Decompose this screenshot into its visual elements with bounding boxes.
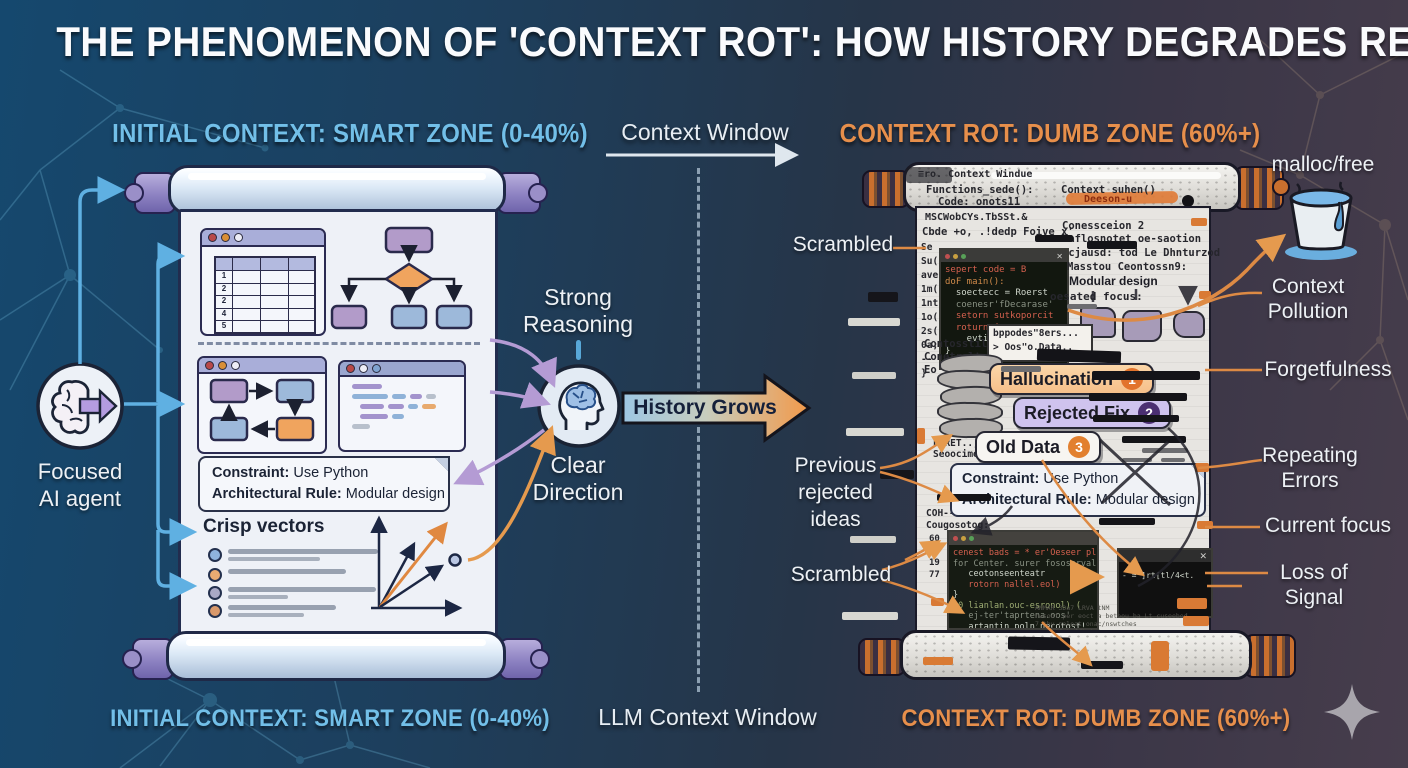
smart-scroll-bottom-roller bbox=[166, 631, 506, 681]
history-grows-label: History Grows bbox=[633, 396, 777, 419]
smart-zone-footer: INITIAL CONTEXT: SMART ZONE (0-40%) bbox=[110, 705, 550, 732]
label-malloc-free: malloc/free bbox=[1271, 153, 1375, 176]
badge-number: 3 bbox=[1068, 436, 1091, 458]
sparkle-icon bbox=[1324, 684, 1380, 740]
context-pollution-bucket-icon bbox=[1285, 181, 1357, 260]
rule-line: Architectural Rule: Modular design bbox=[962, 492, 1195, 508]
label-scrambled-top: Scrambled bbox=[792, 233, 894, 256]
focused-agent-icon bbox=[36, 362, 124, 450]
paper-section-divider bbox=[198, 342, 480, 345]
rotten-scroll-top-roller: ≡ro. Context Windue Functions_sede(): Co… bbox=[903, 162, 1241, 212]
label-scrambled-bottom: Scrambled bbox=[790, 563, 892, 586]
smart-scroll-top-roller bbox=[168, 165, 506, 215]
reasoning-tick bbox=[576, 340, 581, 360]
vector-plot bbox=[370, 515, 463, 617]
rule-line: Architectural Rule: Modular design bbox=[212, 486, 445, 502]
decision-flowchart bbox=[330, 226, 473, 330]
rotten-constraint-note: Constraint: Use Python Architectural Rul… bbox=[950, 463, 1206, 517]
context-divider-dashed-line bbox=[697, 168, 700, 692]
constraint-note: Constraint: Use Python Architectural Rul… bbox=[198, 456, 450, 512]
rotten-scroll-bottom-roller bbox=[900, 630, 1252, 680]
close-icon: ✕ bbox=[1199, 550, 1207, 561]
reasoning-brain-icon bbox=[537, 364, 621, 448]
network-decoration-left bbox=[0, 69, 431, 768]
context-window-header: Context Window bbox=[621, 119, 789, 145]
network-decoration-right bbox=[1239, 34, 1408, 421]
page-title: THE PHENOMENON OF 'CONTEXT ROT': HOW HIS… bbox=[56, 18, 1408, 65]
crisp-vectors-heading: Crisp vectors bbox=[203, 516, 325, 537]
llm-context-window-footer: LLM Context Window bbox=[598, 704, 817, 730]
badge-hallucination: Hallucination1 bbox=[989, 363, 1155, 395]
data-table: 1 2 2 4 5 bbox=[214, 256, 316, 334]
label-current-focus: Current focus bbox=[1264, 514, 1392, 537]
history-grows-arrow bbox=[621, 373, 812, 443]
module-flowchart-window bbox=[197, 356, 327, 454]
constraint-line: Constraint: Use Python bbox=[212, 465, 369, 481]
code-snippet-window bbox=[338, 360, 466, 452]
data-table-window: 1 2 2 4 5 bbox=[200, 228, 326, 336]
dumb-zone-header: CONTEXT ROT: DUMB ZONE (60%+) bbox=[839, 118, 1261, 148]
label-forgetfulness: Forgetfulness bbox=[1264, 358, 1392, 381]
smart-zone-header: INITIAL CONTEXT: SMART ZONE (0-40%) bbox=[112, 118, 588, 148]
dumb-zone-footer: CONTEXT ROT: DUMB ZONE (60%+) bbox=[901, 705, 1291, 732]
constraint-line: Constraint: Use Python bbox=[962, 471, 1119, 487]
rotten-scroll-paper: MSCWobCYs.TbSSt.& Cbde +o, .!dedp Foive … bbox=[915, 206, 1220, 638]
